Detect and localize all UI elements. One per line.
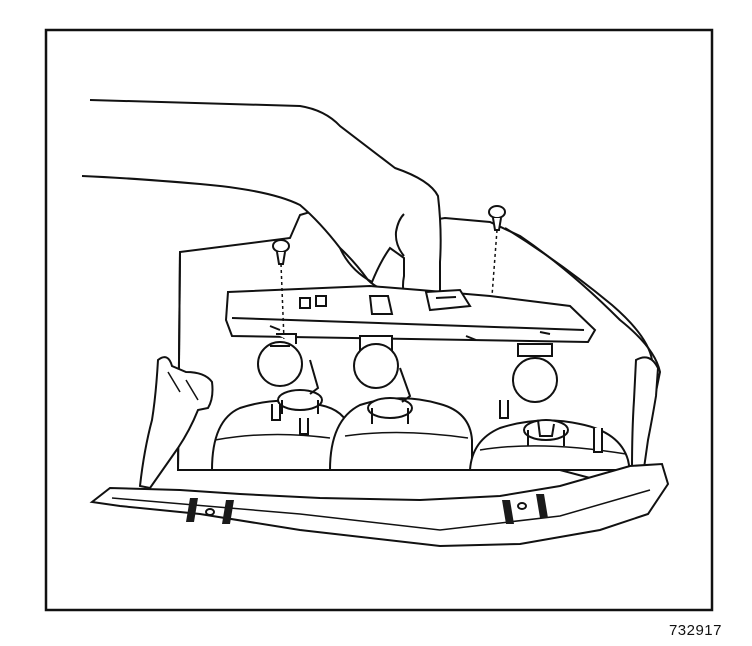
bulb-right [512, 343, 558, 403]
left-side-bracket [138, 356, 214, 490]
screw-left [272, 239, 290, 341]
socket-plate [224, 284, 597, 344]
right-side-bracket [630, 356, 660, 472]
trim-stripe-left [186, 498, 234, 524]
lens-trim-strip [89, 462, 670, 548]
socket-clips [271, 359, 603, 453]
bulb-left [257, 333, 303, 387]
screw-right [488, 205, 506, 297]
figure-id-label: 732917 [668, 622, 722, 639]
reflector-bowls [210, 397, 632, 471]
trim-stripe-right [502, 494, 548, 524]
bulb-center [353, 335, 399, 389]
